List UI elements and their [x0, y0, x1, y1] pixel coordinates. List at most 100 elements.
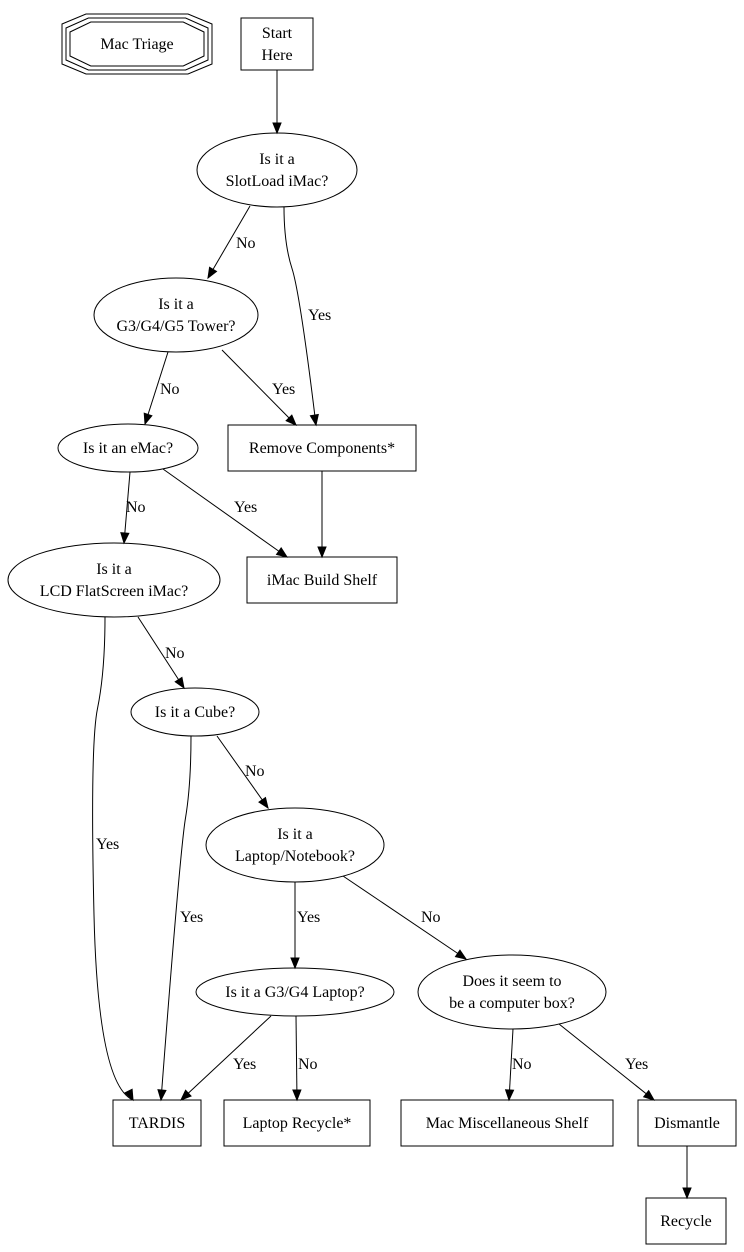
- edge-label: Yes: [96, 836, 119, 853]
- box-shape: [246, 556, 398, 604]
- ellipse-shape: [130, 687, 260, 737]
- edge-label: No: [421, 909, 441, 926]
- edge-label: No: [165, 645, 185, 662]
- node-label: G3/G4/G5 Tower?: [116, 318, 235, 335]
- edge-g3g4laptop-to-laptoprecycle: No: [292, 1015, 318, 1102]
- node-laptoprecycle: Laptop Recycle*: [223, 1099, 371, 1147]
- node-label: Recycle: [660, 1213, 712, 1230]
- edge-emac-to-lcd: No: [120, 471, 146, 545]
- node-recycle: Recycle: [645, 1197, 727, 1245]
- edge-line: [283, 206, 317, 426]
- node-label: Laptop/Notebook?: [235, 848, 355, 865]
- edge-tower-to-emac: No: [143, 351, 180, 426]
- arrowhead-icon: [642, 1089, 656, 1101]
- edge-line: [144, 351, 169, 425]
- edge-label: No: [160, 381, 180, 398]
- ellipse-shape: [196, 132, 358, 208]
- ellipse-shape: [7, 542, 221, 618]
- edge-emac-to-buildshelf: Yes: [162, 468, 289, 558]
- ellipse-shape: [57, 423, 199, 473]
- edge-remove-to-buildshelf: [317, 471, 327, 559]
- edge-slotload-to-tower: No: [207, 205, 256, 280]
- box-shape: [637, 1099, 737, 1147]
- edge-label: Yes: [308, 307, 331, 324]
- node-slotload: Is it a SlotLoad iMac?: [196, 132, 358, 208]
- edge-label: Yes: [272, 381, 295, 398]
- node-tardis: TARDIS: [112, 1099, 202, 1147]
- arrowhead-icon: [285, 414, 297, 426]
- edge-line: [180, 1015, 272, 1101]
- node-miscshelf: Mac Miscellaneous Shelf: [400, 1099, 614, 1147]
- arrowhead-icon: [309, 413, 319, 427]
- octagon-shape: [65, 17, 209, 71]
- edge-label: No: [298, 1056, 318, 1073]
- node-label: Is it a Cube?: [155, 704, 235, 721]
- node-label: Does it seem to: [462, 973, 561, 990]
- edge-line: [123, 471, 131, 544]
- edge-cube-to-tardis: Yes: [157, 735, 203, 1102]
- node-label: Remove Components*: [249, 440, 395, 457]
- edge-label: No: [236, 235, 256, 252]
- edge-line: [207, 205, 251, 279]
- arrowhead-icon: [292, 1089, 302, 1102]
- edge-cube-to-laptop: No: [216, 735, 269, 810]
- edge-tower-to-remove: Yes: [221, 349, 297, 426]
- edge-line: [92, 616, 134, 1101]
- node-label: Mac Triage: [100, 36, 173, 53]
- node-label: Is it a: [96, 561, 132, 578]
- edge-line: [342, 875, 467, 960]
- box-shape: [223, 1099, 371, 1147]
- ellipse-shape: [205, 807, 385, 883]
- arrowhead-icon: [272, 122, 282, 135]
- box-shape: [112, 1099, 202, 1147]
- node-label: Is it a: [158, 296, 194, 313]
- arrowhead-icon: [124, 1088, 134, 1102]
- edge-lcd-to-tardis: Yes: [92, 616, 134, 1102]
- node-label: Is it a: [259, 151, 295, 168]
- arrowhead-icon: [180, 1089, 192, 1101]
- arrowhead-icon: [682, 1187, 692, 1200]
- edge-label: No: [512, 1056, 532, 1073]
- node-tower: Is it a G3/G4/G5 Tower?: [93, 277, 259, 353]
- edge-label: Yes: [625, 1056, 648, 1073]
- edge-label: No: [126, 499, 146, 516]
- edge-line: [216, 735, 269, 809]
- edge-line: [221, 349, 297, 426]
- node-label: SlotLoad iMac?: [226, 173, 329, 190]
- node-label: TARDIS: [129, 1115, 186, 1132]
- node-dismantle: Dismantle: [637, 1099, 737, 1147]
- arrowhead-icon: [290, 957, 300, 970]
- edge-line: [162, 468, 288, 558]
- node-emac: Is it an eMac?: [57, 423, 199, 473]
- node-label: iMac Build Shelf: [267, 572, 378, 589]
- edge-label: Yes: [297, 909, 320, 926]
- edge-label: Yes: [180, 909, 203, 926]
- ellipse-shape: [417, 954, 607, 1030]
- octagon-shape: [69, 21, 205, 67]
- node-title: Mac Triage: [61, 13, 213, 75]
- box-shape: [227, 424, 417, 472]
- edge-start-to-slotload: [272, 70, 282, 135]
- edge-dismantle-to-recycle: [682, 1146, 692, 1200]
- node-computerbox: Does it seem to be a computer box?: [417, 954, 607, 1030]
- arrowhead-icon: [174, 676, 185, 690]
- edge-laptop-to-computerbox: No: [342, 875, 468, 960]
- arrowhead-icon: [504, 1089, 515, 1102]
- arrowhead-icon: [317, 546, 327, 559]
- node-label: Mac Miscellaneous Shelf: [426, 1115, 589, 1132]
- node-g3g4laptop: Is it a G3/G4 Laptop?: [195, 967, 395, 1017]
- arrowhead-icon: [157, 1089, 167, 1102]
- edge-line: [295, 1015, 298, 1101]
- edge-label: No: [245, 763, 265, 780]
- edge-lcd-to-cube: No: [137, 616, 185, 690]
- node-label: be a computer box?: [449, 995, 575, 1012]
- edge-g3g4laptop-to-tardis: Yes: [180, 1015, 272, 1101]
- edge-line: [508, 1028, 514, 1101]
- octagon-shape: [61, 13, 213, 75]
- arrowhead-icon: [207, 266, 218, 280]
